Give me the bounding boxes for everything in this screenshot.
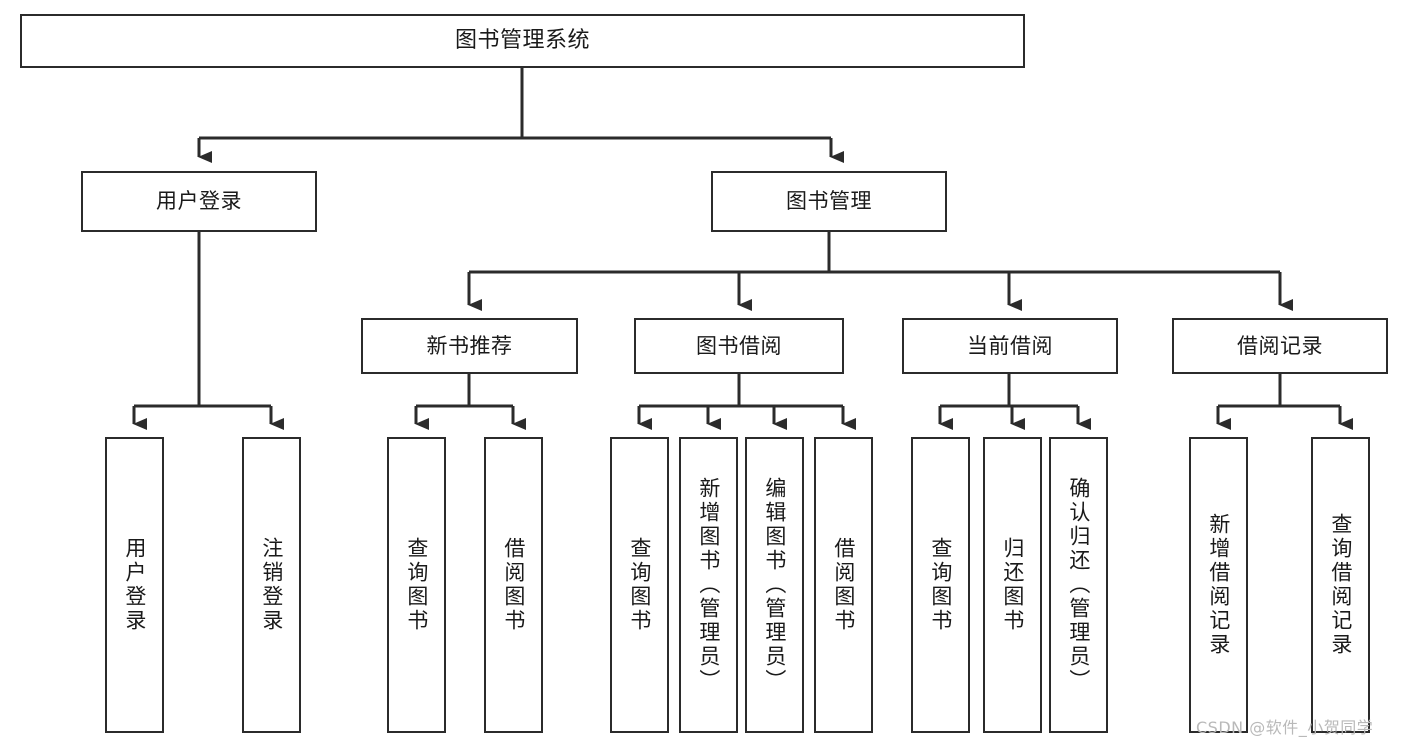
node-leaf-user-login[interactable]: 用户登录 xyxy=(105,437,164,733)
watermark-text: CSDN @软件_小贺同学 xyxy=(1196,718,1374,737)
node-user-login[interactable]: 用户登录 xyxy=(81,171,317,232)
node-current-borrow-label: 当前借阅 xyxy=(967,333,1053,358)
node-leaf-confirm-return-admin-label: 确认归还（管理员） xyxy=(1066,477,1091,693)
node-leaf-borrow-book-2[interactable]: 借阅图书 xyxy=(814,437,873,733)
node-new-book-recommend-label: 新书推荐 xyxy=(426,333,513,358)
node-current-borrow[interactable]: 当前借阅 xyxy=(902,318,1118,374)
node-leaf-borrow-book-1-label: 借阅图书 xyxy=(501,537,526,633)
node-leaf-return-book-label: 归还图书 xyxy=(1000,537,1025,633)
node-leaf-query-book-2-label: 查询图书 xyxy=(627,537,652,633)
node-leaf-user-login-label: 用户登录 xyxy=(122,537,147,633)
node-borrow-record-label: 借阅记录 xyxy=(1237,333,1323,358)
node-borrow-record[interactable]: 借阅记录 xyxy=(1172,318,1388,374)
node-leaf-query-book-2[interactable]: 查询图书 xyxy=(610,437,669,733)
node-book-manage-label: 图书管理 xyxy=(786,189,872,214)
node-root-label: 图书管理系统 xyxy=(454,28,590,54)
node-leaf-query-borrow-record[interactable]: 查询借阅记录 xyxy=(1311,437,1370,733)
node-leaf-query-book-3-label: 查询图书 xyxy=(928,537,953,633)
node-user-login-label: 用户登录 xyxy=(156,189,242,214)
node-leaf-add-book-admin-label: 新增图书（管理员） xyxy=(696,477,721,693)
node-book-borrow[interactable]: 图书借阅 xyxy=(634,318,844,374)
node-leaf-add-borrow-record-label: 新增借阅记录 xyxy=(1206,513,1231,657)
node-leaf-query-book-1-label: 查询图书 xyxy=(404,537,429,633)
node-leaf-confirm-return-admin[interactable]: 确认归还（管理员） xyxy=(1049,437,1108,733)
node-book-manage[interactable]: 图书管理 xyxy=(711,171,947,232)
node-leaf-return-book[interactable]: 归还图书 xyxy=(983,437,1042,733)
node-leaf-logout-login[interactable]: 注销登录 xyxy=(242,437,301,733)
node-leaf-logout-login-label: 注销登录 xyxy=(259,537,284,633)
node-leaf-query-book-1[interactable]: 查询图书 xyxy=(387,437,446,733)
node-leaf-edit-book-admin[interactable]: 编辑图书（管理员） xyxy=(745,437,804,733)
node-leaf-borrow-book-1[interactable]: 借阅图书 xyxy=(484,437,543,733)
node-leaf-add-book-admin[interactable]: 新增图书（管理员） xyxy=(679,437,738,733)
node-book-borrow-label: 图书借阅 xyxy=(696,333,782,358)
node-root[interactable]: 图书管理系统 xyxy=(20,14,1025,68)
node-leaf-add-borrow-record[interactable]: 新增借阅记录 xyxy=(1189,437,1248,733)
node-leaf-edit-book-admin-label: 编辑图书（管理员） xyxy=(762,477,787,693)
node-leaf-query-book-3[interactable]: 查询图书 xyxy=(911,437,970,733)
node-leaf-query-borrow-record-label: 查询借阅记录 xyxy=(1328,513,1353,657)
node-leaf-borrow-book-2-label: 借阅图书 xyxy=(831,537,856,633)
node-new-book-recommend[interactable]: 新书推荐 xyxy=(361,318,578,374)
